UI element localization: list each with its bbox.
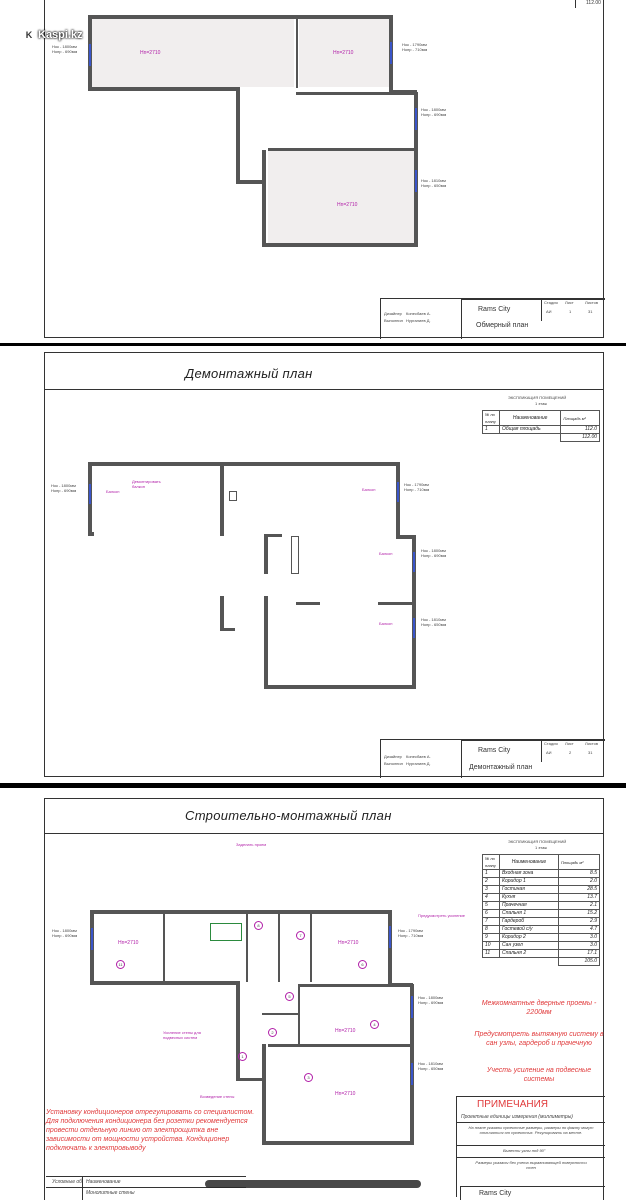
sheet-measurement-plan: 112.00 Нn=2710 Нn=2710 Нn=2710 Нок - 180… xyxy=(0,0,626,343)
project-name: Rams City xyxy=(478,306,511,313)
top-area-value: 112.00 xyxy=(586,0,601,6)
kaspi-watermark: K Kaspi.kz xyxy=(22,28,83,42)
room-number: 4 xyxy=(370,1020,379,1029)
room-number: 7 xyxy=(296,931,305,940)
explication-title: ЭКСПЛИКАЦИЯ ПОМЕЩЕНИЙ xyxy=(508,839,567,844)
title-block: Rams City xyxy=(460,1186,605,1200)
note-door-height: Межкомнатные дверные проемы - 2200мм xyxy=(481,1000,597,1016)
plan-annotation: Заделать проем xyxy=(236,842,267,847)
balcony-label: Балкон xyxy=(106,489,120,494)
room-number: 3 xyxy=(304,1073,313,1082)
notes-block: ПРИМЕЧАНИЯ Проектные единицы измерения (… xyxy=(456,1096,605,1197)
room-height-label: Нn=2710 xyxy=(337,202,358,208)
notes-item: На плане указаны проектные размеры, разм… xyxy=(468,1125,594,1135)
room-hatch xyxy=(92,19,294,87)
explication-floor: 1 этаж xyxy=(535,401,547,406)
explication-floor: 1 этаж xyxy=(535,845,547,850)
project-name: Rams City xyxy=(479,1190,512,1197)
sheet-frame xyxy=(44,352,604,777)
room-height-label: Нn=2710 xyxy=(140,50,161,56)
project-name: Rams City xyxy=(478,747,511,754)
notes-item: Вывести углы под 90° xyxy=(503,1148,546,1153)
sheet-frame xyxy=(44,0,604,338)
room-number: 1 xyxy=(238,1052,247,1061)
column-marker xyxy=(229,491,237,501)
video-scrubber[interactable] xyxy=(205,1180,421,1188)
room-hatch xyxy=(268,151,414,243)
room-number: 11 xyxy=(116,960,125,969)
balcony-label: Балкон xyxy=(379,621,393,626)
balcony-label: Балкон xyxy=(379,551,393,556)
notes-heading: ПРИМЕЧАНИЯ xyxy=(477,1099,549,1110)
column-marker xyxy=(291,536,299,574)
note-reinforcement: Учесть усиление на подвесные системы xyxy=(486,1067,592,1083)
title-block: Дизайнер Копесбаев А. Выполнил Нургалиев… xyxy=(380,298,605,339)
plan-annotation: Предусмотреть усиление xyxy=(418,913,466,918)
room-height-label: Нn=2710 xyxy=(338,940,359,946)
notes-sub: Проектные единицы измерения (миллиметры) xyxy=(461,1114,573,1120)
notes-item: Размеры указаны без учета выравнивающей … xyxy=(475,1160,587,1170)
plan-annotation: Возведение стены xyxy=(200,1094,235,1099)
demolition-label: Демонтировать балкон xyxy=(132,479,161,489)
room-number: 5 xyxy=(285,992,294,1001)
balcony-label: Балкон xyxy=(362,487,376,492)
room-hatch xyxy=(299,19,389,87)
sheet-construction-plan: Строительно-монтажный план ЭКСПЛИКАЦИЯ П… xyxy=(0,788,626,1200)
note-ventilation: Предусмотреть вытяжную систему в сан узл… xyxy=(474,1031,604,1047)
sheet-demolition-plan: Демонтажный план ЭКСПЛИКАЦИЯ ПОМЕЩЕНИЙ 1… xyxy=(0,346,626,783)
bathroom-fixture xyxy=(210,923,242,941)
legend-block: Условные об. Наименование Монолитные сте… xyxy=(46,1176,246,1200)
room-height-label: Нn=2710 xyxy=(333,50,354,56)
sheet-title: Строительно-монтажный план xyxy=(185,808,392,823)
room-number: 6 xyxy=(358,960,367,969)
room-number: 8 xyxy=(254,921,263,930)
sheet-title: Демонтажный план xyxy=(185,366,313,381)
title-block: Дизайнер Копесбаев А. Выполнил Нургалиев… xyxy=(380,739,605,778)
plan-annotation: Усиление стены для подвесных систем xyxy=(163,1030,201,1040)
explication-title: ЭКСПЛИКАЦИЯ ПОМЕЩЕНИЙ xyxy=(508,395,567,400)
sheet-frame xyxy=(44,798,604,1200)
room-height-label: Нn=2710 xyxy=(335,1091,356,1097)
room-number: 2 xyxy=(268,1028,277,1037)
room-height-label: Нn=2710 xyxy=(118,940,139,946)
sheet-name: Демонтажный план xyxy=(469,764,533,771)
kaspi-logo-icon: K xyxy=(22,28,36,42)
room-height-label: Нn=2710 xyxy=(335,1028,356,1034)
ac-note: Установку кондиционеров отрегулировать с… xyxy=(46,1109,255,1152)
sheet-name: Обмерный план xyxy=(476,322,529,329)
kaspi-brand: Kaspi.kz xyxy=(38,29,83,41)
